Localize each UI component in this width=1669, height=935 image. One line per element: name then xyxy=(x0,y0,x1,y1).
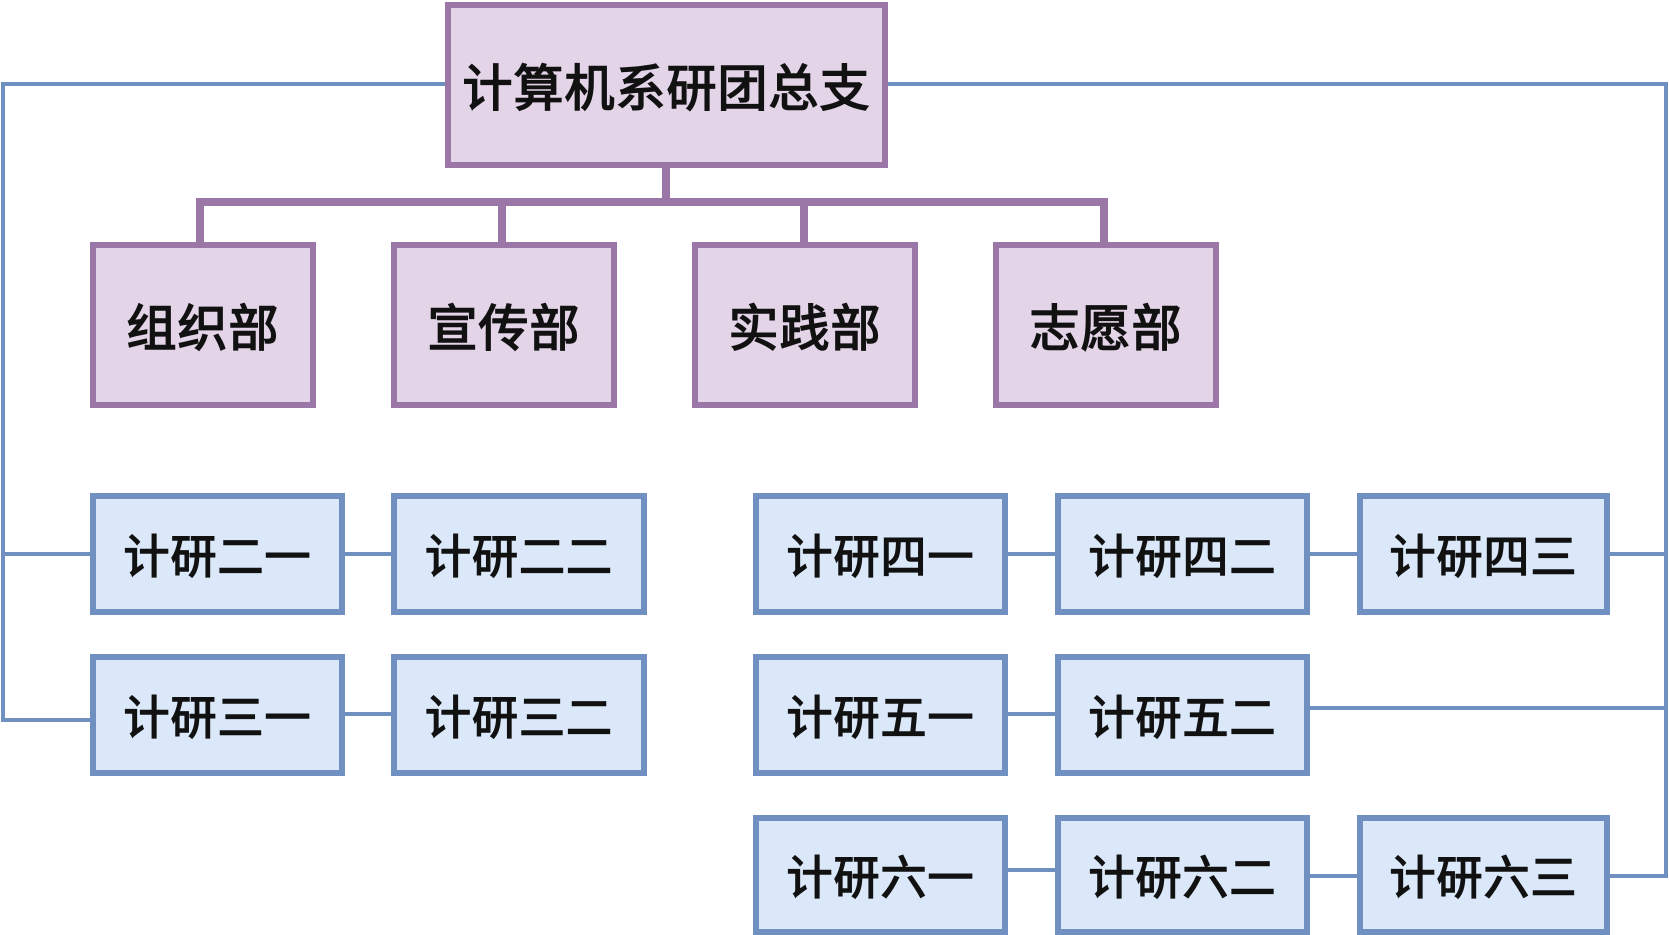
team-node[interactable]: 计研六一 xyxy=(753,815,1008,935)
team-node[interactable]: 计研四一 xyxy=(753,493,1008,615)
root-node[interactable]: 计算机系研团总支 xyxy=(445,2,888,168)
left-bracket-line xyxy=(1,82,445,722)
team-node[interactable]: 计研五一 xyxy=(753,654,1008,776)
right-bracket-line xyxy=(888,82,1668,878)
team-node[interactable]: 计研二一 xyxy=(90,493,345,615)
dept-node-organization[interactable]: 组织部 xyxy=(90,242,316,408)
dept-node-volunteer[interactable]: 志愿部 xyxy=(993,242,1219,408)
team-node[interactable]: 计研六二 xyxy=(1055,815,1310,935)
dept-node-practice[interactable]: 实践部 xyxy=(692,242,918,408)
team-node[interactable]: 计研二二 xyxy=(391,493,647,615)
dept-node-publicity[interactable]: 宣传部 xyxy=(391,242,617,408)
team-node[interactable]: 计研四三 xyxy=(1357,493,1610,615)
team-node[interactable]: 计研三二 xyxy=(391,654,647,776)
team-node[interactable]: 计研五二 xyxy=(1055,654,1310,776)
team-node[interactable]: 计研四二 xyxy=(1055,493,1310,615)
team-node[interactable]: 计研三一 xyxy=(90,654,345,776)
team-node[interactable]: 计研六三 xyxy=(1357,815,1610,935)
